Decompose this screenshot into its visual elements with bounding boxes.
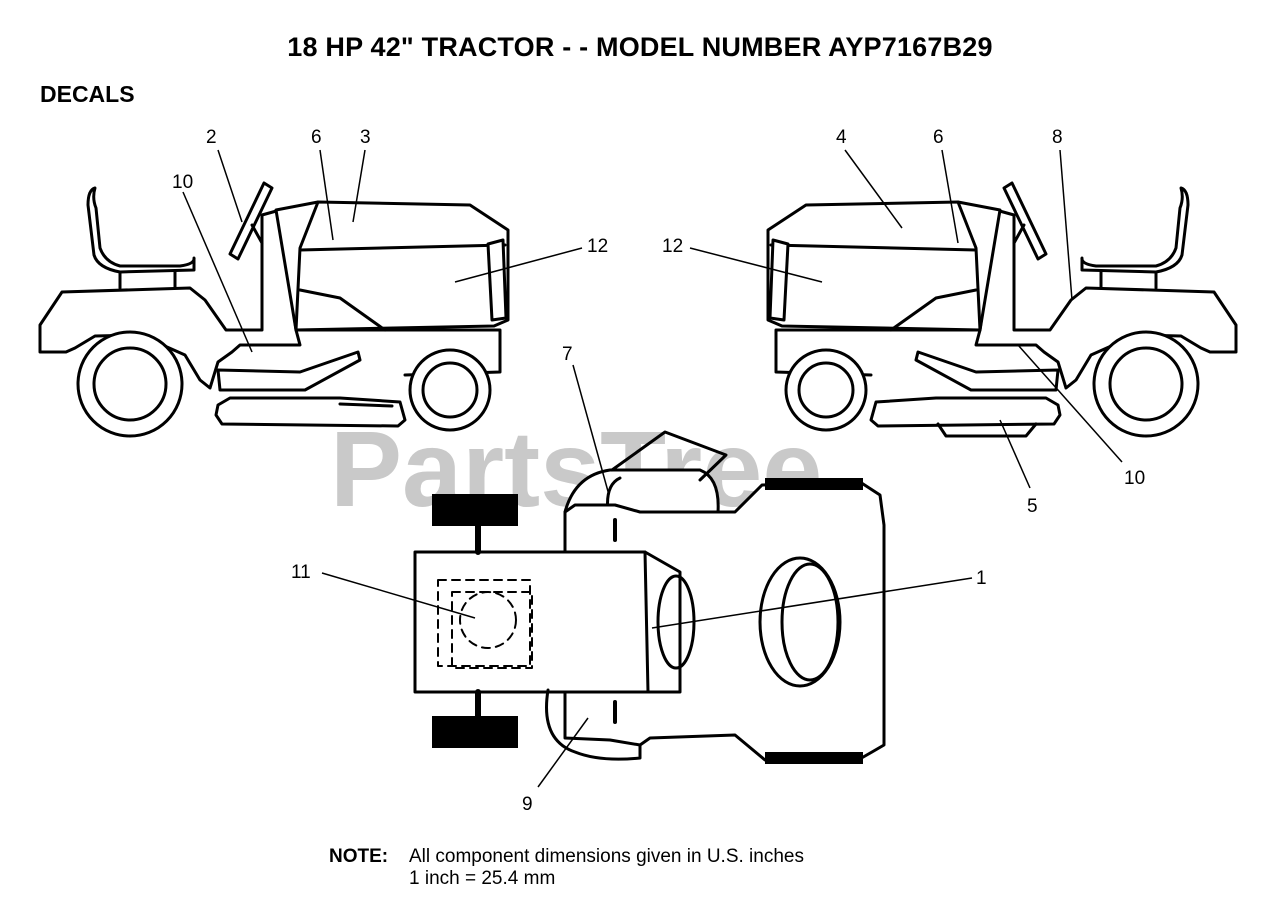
top-view-callouts: 7 11 1 9: [291, 344, 987, 815]
callout-9: 9: [522, 794, 533, 815]
callout-8: 8: [1052, 127, 1063, 148]
rear-tire-top: [765, 478, 863, 490]
dimension-note: NOTE: All component dimensions given in U…: [329, 846, 804, 890]
right-view-callouts: 4 6 8 12 10 5: [662, 127, 1145, 517]
tractor-right-side-view: [766, 181, 1238, 438]
front-tire-left: [432, 494, 518, 526]
callout-12-right: 12: [662, 236, 683, 257]
rear-tire-bottom: [765, 752, 863, 764]
callout-1: 1: [976, 568, 987, 589]
front-tire-right: [432, 716, 518, 748]
callout-6-left: 6: [311, 127, 322, 148]
callout-12-left: 12: [587, 236, 608, 257]
callout-10-left: 10: [172, 172, 193, 193]
callout-11: 11: [291, 562, 311, 583]
section-heading: DECALS: [40, 81, 135, 107]
callout-7: 7: [562, 344, 573, 365]
leader-lines: [182, 149, 1123, 788]
callout-6-right: 6: [933, 127, 944, 148]
note-line-2: 1 inch = 25.4 mm: [409, 868, 556, 889]
left-view-callouts: 2 6 3 10 12: [172, 127, 608, 257]
callout-5: 5: [1027, 496, 1038, 517]
callout-3: 3: [360, 127, 371, 148]
tractor-top-view: [413, 430, 886, 762]
callout-4: 4: [836, 127, 847, 148]
callout-10-right: 10: [1124, 468, 1145, 489]
note-line-1: All component dimensions given in U.S. i…: [409, 846, 804, 867]
callout-2: 2: [206, 127, 217, 148]
page-title: 18 HP 42" TRACTOR - - MODEL NUMBER AYP71…: [287, 32, 993, 62]
note-label: NOTE:: [329, 846, 389, 867]
tractor-left-side-view: [38, 181, 510, 438]
